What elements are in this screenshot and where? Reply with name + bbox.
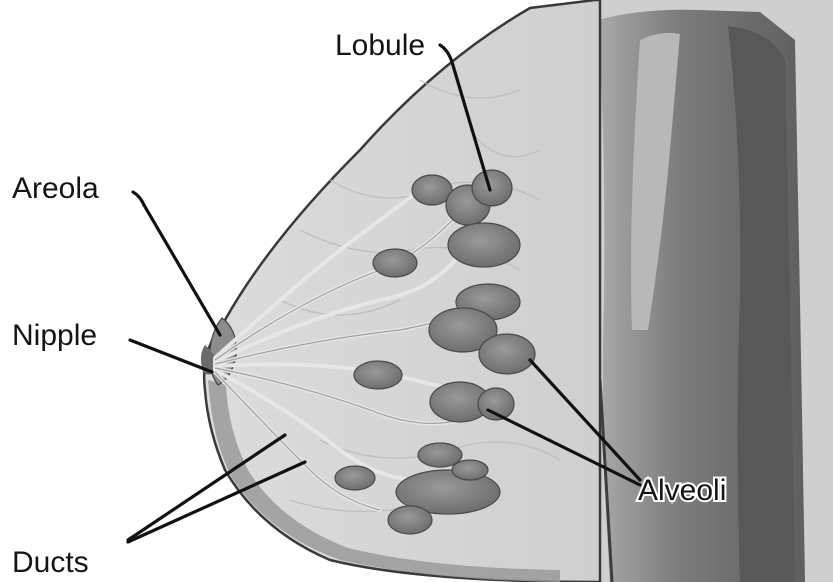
lobule-cluster bbox=[388, 506, 432, 534]
nipple-leader bbox=[130, 340, 212, 372]
lobule-cluster bbox=[335, 466, 375, 490]
lobule-cluster bbox=[452, 460, 488, 480]
alveoli-label: Alveoli bbox=[638, 474, 726, 507]
areola-leader bbox=[133, 192, 220, 335]
lobule-cluster bbox=[472, 170, 512, 206]
nipple-label: Nipple bbox=[12, 319, 97, 352]
areola-label: Areola bbox=[12, 172, 99, 205]
lobule-cluster bbox=[479, 334, 535, 374]
lobule-label: Lobule bbox=[335, 29, 425, 62]
ducts-label: Ducts bbox=[12, 546, 89, 579]
lobule-cluster bbox=[354, 361, 402, 389]
lobule-cluster bbox=[373, 249, 417, 277]
lobule-cluster bbox=[448, 223, 520, 267]
